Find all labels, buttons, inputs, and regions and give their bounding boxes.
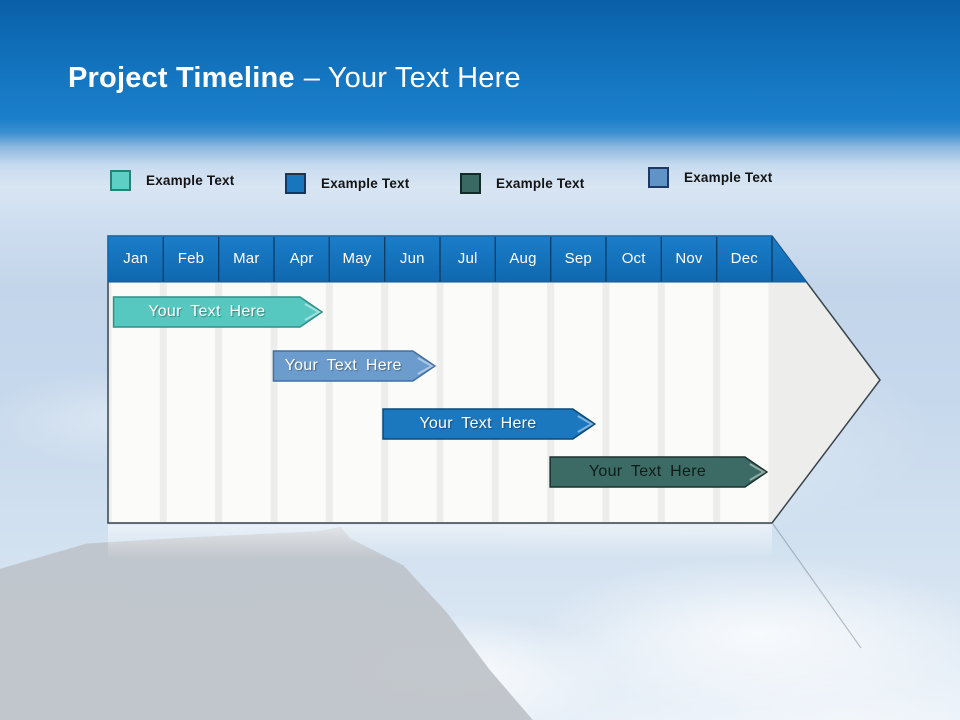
header-dividers (162, 237, 773, 282)
bar-tip-highlight (577, 415, 594, 433)
month-column (498, 283, 548, 522)
month-label: Aug (509, 250, 537, 267)
slide-title-bold: Project Timeline (68, 62, 295, 94)
bar-label: Your Text Here (419, 415, 537, 432)
timeline-bar (382, 408, 597, 440)
arrow-reflection-edge (772, 523, 862, 649)
legend-label: Example Text (321, 175, 410, 191)
month-column (332, 283, 382, 522)
bar-label: Your Text Here (148, 303, 266, 320)
legend-item: Example Text (648, 165, 772, 189)
legend-swatch-darkteal (460, 172, 481, 194)
legend-swatch-steelblue (648, 166, 669, 188)
timeline-header-band (107, 235, 808, 283)
month-label: Mar (233, 250, 260, 267)
bar-label: Your Text Here (588, 463, 707, 480)
month-label: Apr (289, 250, 314, 267)
month-column (388, 283, 437, 522)
legend-label: Example Text (146, 172, 235, 188)
timeline-bar (549, 456, 769, 488)
legend-swatch-blue (285, 172, 306, 194)
arrow-reflection-fade (108, 524, 772, 559)
timeline-bar (112, 296, 324, 328)
month-label: Sep (564, 250, 592, 267)
legend-item: Example Text (110, 168, 234, 192)
month-label: May (342, 250, 372, 267)
month-label: Oct (621, 250, 646, 267)
month-label: Nov (675, 250, 703, 267)
bar-tip-highlight (749, 463, 766, 481)
timeline-bar (272, 350, 437, 382)
legend-label: Example Text (496, 175, 585, 191)
month-label: Feb (177, 250, 205, 267)
legend-swatch-teal (110, 169, 131, 191)
month-label: Jul (457, 250, 478, 267)
bar-tip-highlight (304, 303, 322, 321)
slide-title: Project Timeline– Your Text Here (68, 60, 521, 96)
month-label: Jan (123, 250, 149, 267)
month-label: Dec (730, 250, 758, 267)
bar-label: Your Text Here (284, 357, 402, 374)
legend-label: Example Text (684, 169, 773, 185)
month-column (443, 283, 492, 522)
timeline-bars (112, 296, 769, 488)
legend-item: Example Text (285, 171, 409, 195)
month-label: Jun (399, 250, 425, 267)
slide-title-rest: – Your Text Here (303, 62, 521, 94)
legend-item: Example Text (460, 171, 584, 195)
bar-tip-highlight (417, 357, 434, 375)
